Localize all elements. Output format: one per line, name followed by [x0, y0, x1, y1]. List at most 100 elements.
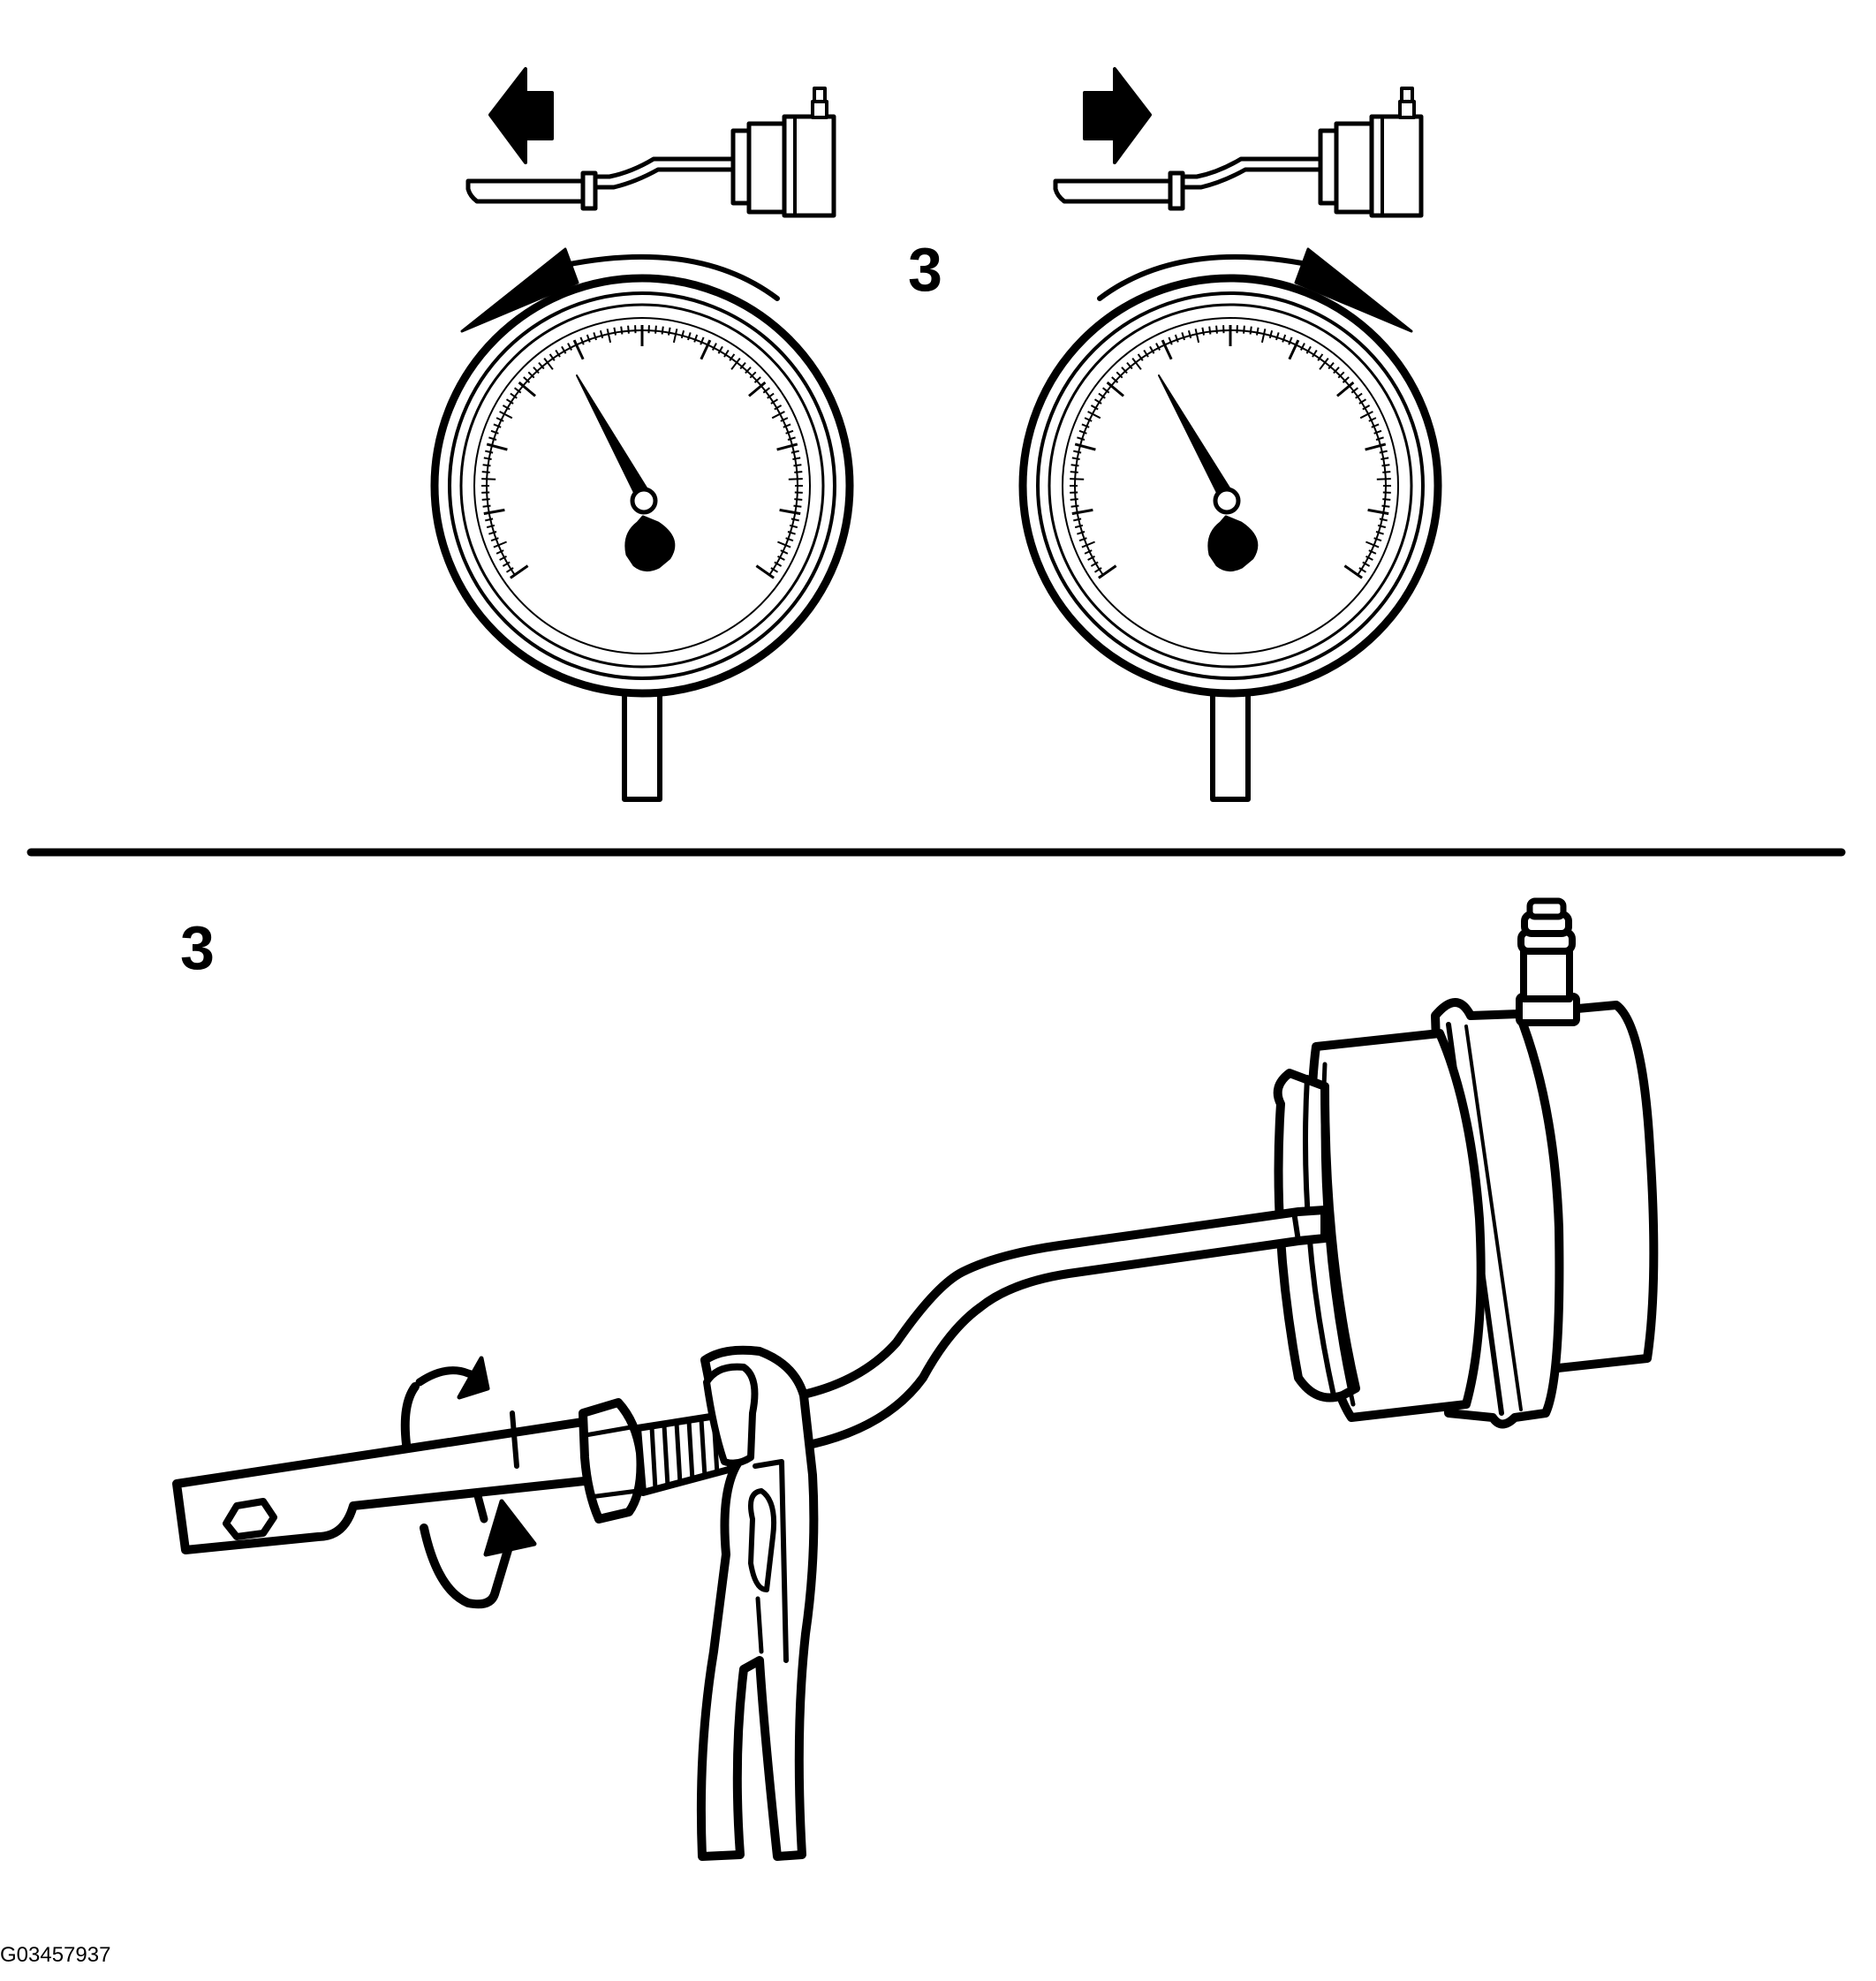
dial-tick [1070, 498, 1078, 501]
dial-tick [482, 504, 491, 508]
dial-tick [1260, 329, 1267, 344]
dial-tick [1093, 567, 1102, 573]
dial-scale-right [1070, 325, 1391, 579]
dial-tick [505, 567, 514, 573]
dial-tick [1098, 392, 1106, 399]
dial-tick [572, 339, 585, 360]
dial-tick [510, 564, 529, 579]
dial-tick [1201, 327, 1205, 336]
dial-tick [780, 417, 789, 422]
dial-tick [1336, 381, 1355, 397]
dial-tick [510, 392, 518, 399]
dial-tick [1375, 531, 1384, 535]
dial-tick [1078, 537, 1087, 542]
dial-tick [1087, 556, 1095, 561]
dial-tick [1376, 478, 1391, 480]
dial-tick [1288, 339, 1300, 360]
dial-tick [527, 371, 535, 379]
dial-tick [1077, 531, 1086, 535]
dial-tick [1365, 442, 1387, 451]
dial-tick [712, 343, 717, 351]
dial-tick [774, 405, 783, 411]
dial-tick [785, 429, 794, 435]
dial-tick [1093, 398, 1102, 405]
dial-tick [1381, 504, 1390, 508]
dial-tick [780, 549, 789, 555]
dial-tick [1073, 450, 1082, 454]
dial-tick [792, 457, 801, 460]
dial-tick [1101, 387, 1110, 394]
dial-tick [749, 371, 757, 379]
dial-tick [1371, 423, 1380, 428]
dial-tick [486, 442, 508, 451]
dial-tick [1362, 405, 1371, 411]
dial-tick [771, 411, 785, 420]
dial-tick [1071, 508, 1093, 516]
dial-tick [485, 450, 494, 454]
dial-tick [700, 336, 705, 345]
dial-tick [1362, 561, 1371, 567]
dial-tick [1288, 336, 1293, 345]
dial-tick [1368, 549, 1377, 555]
dial-tick [755, 564, 775, 579]
dial-tick [787, 436, 796, 441]
dial-tick [794, 471, 803, 473]
actuator-small-left [465, 87, 836, 218]
dial-tick [523, 376, 531, 383]
dial-tick [1317, 353, 1324, 361]
dial-gauge-left [430, 274, 854, 802]
dial-tick [502, 405, 511, 411]
dial-tick [1155, 343, 1161, 351]
dial-tick [739, 361, 746, 370]
dial-tick [776, 442, 798, 451]
dial-tick [1359, 411, 1373, 420]
dial-tick [1174, 334, 1179, 343]
dial-tick [1131, 357, 1142, 370]
dial-tick [777, 541, 791, 548]
dial-tick [1116, 371, 1123, 379]
dial-tick [693, 334, 699, 343]
rod-end-eyelet [172, 1418, 605, 1554]
arrow-left-icon [488, 67, 554, 164]
dial-tick [483, 508, 505, 516]
dial-tick [1355, 392, 1363, 399]
dial-tick [1365, 556, 1373, 561]
rotate-both-directions-icon [400, 1356, 537, 1609]
dial-tick [499, 411, 513, 420]
dial-tick [1382, 471, 1391, 473]
dial-tick [1379, 518, 1388, 522]
dial-tick [723, 349, 730, 358]
dial-tick [1249, 326, 1252, 335]
dial-tick [1106, 381, 1124, 397]
dial-tick [783, 423, 791, 428]
dial-tick [620, 326, 624, 335]
dial-tick [627, 325, 630, 334]
dial-tick [1078, 429, 1087, 435]
dial-tick [1342, 376, 1350, 383]
dial-tick [774, 561, 783, 567]
dial-scale-arc [1074, 329, 1387, 576]
dial-tick [1365, 541, 1380, 548]
dial-tick [668, 327, 671, 336]
dial-tick [502, 561, 511, 567]
dial-tick [1373, 429, 1382, 435]
dial-tick [533, 367, 540, 374]
dial-tick [762, 387, 771, 394]
dial-tick [770, 398, 779, 405]
dial-tick [1073, 518, 1082, 522]
dial-tick [1090, 561, 1099, 567]
dial-tick [787, 531, 796, 535]
dial-tick [729, 353, 736, 361]
dial-tick [1126, 361, 1133, 370]
dial-tick [493, 423, 502, 428]
dial-tick [1337, 371, 1345, 379]
dial-tick [1081, 423, 1090, 428]
dial-tick [790, 450, 799, 454]
dial-tick [1358, 398, 1367, 405]
dial-tick [543, 357, 554, 370]
dial-tick [1268, 329, 1274, 339]
dial-tick [1368, 417, 1377, 422]
dial-tick [490, 429, 499, 435]
dial-tick [1305, 345, 1312, 354]
